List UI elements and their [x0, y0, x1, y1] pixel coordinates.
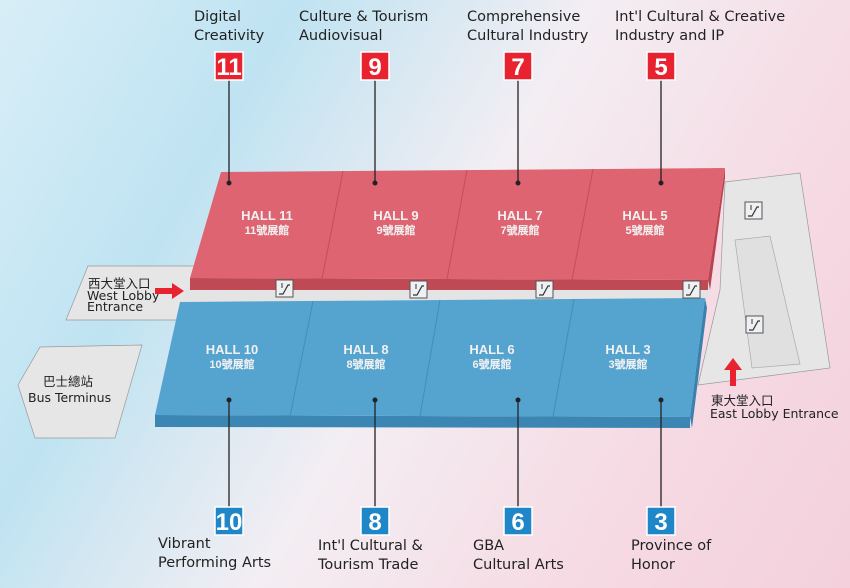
escalator-icon — [744, 201, 763, 220]
svg-text:Cultural Arts: Cultural Arts — [473, 557, 564, 573]
svg-text:3: 3 — [654, 509, 667, 536]
escalator-icon — [682, 280, 701, 299]
svg-text:HALL 6: HALL 6 — [469, 342, 514, 357]
svg-text:9: 9 — [368, 54, 381, 81]
leader-lines — [228, 80, 662, 507]
svg-text:Entrance: Entrance — [87, 299, 143, 314]
bus-terminus[interactable]: 巴士總站 Bus Terminus — [28, 374, 111, 405]
upper-hall-block — [190, 168, 725, 290]
theme-label-8: Int'l Cultural & Tourism Trade — [317, 538, 423, 573]
svg-text:5號展館: 5號展館 — [625, 223, 664, 237]
svg-text:3號展館: 3號展館 — [608, 357, 647, 371]
svg-text:East Lobby Entrance: East Lobby Entrance — [710, 406, 839, 421]
svg-text:Industry and IP: Industry and IP — [615, 28, 724, 44]
badge-5: 5 — [646, 51, 676, 81]
badge-11: 11 — [214, 51, 244, 81]
escalator-icon — [745, 315, 764, 334]
east-lobby-entrance[interactable]: 東大堂入口 East Lobby Entrance — [710, 393, 839, 421]
svg-text:11: 11 — [216, 54, 241, 81]
svg-text:9號展館: 9號展館 — [376, 223, 415, 237]
escalator-icon — [275, 279, 294, 298]
bus-terminus-area — [17, 344, 143, 439]
svg-text:Tourism Trade: Tourism Trade — [317, 557, 419, 573]
svg-text:Int'l Cultural &: Int'l Cultural & — [318, 538, 423, 554]
svg-text:HALL 10: HALL 10 — [206, 342, 259, 357]
svg-text:8: 8 — [368, 509, 381, 536]
theme-label-6: GBA Cultural Arts — [473, 538, 564, 573]
badge-6: 6 — [503, 506, 533, 536]
svg-text:Vibrant: Vibrant — [158, 536, 211, 552]
svg-text:Bus Terminus: Bus Terminus — [28, 390, 111, 405]
svg-text:Culture & Tourism: Culture & Tourism — [299, 9, 428, 25]
west-entrance-arrow-icon — [155, 283, 184, 299]
lower-hall-block — [155, 298, 707, 428]
svg-text:Comprehensive: Comprehensive — [467, 9, 580, 25]
west-lobby-entrance[interactable]: 西大堂入口 West Lobby Entrance — [87, 276, 160, 314]
svg-text:Honor: Honor — [631, 557, 675, 573]
svg-text:6號展館: 6號展館 — [472, 357, 511, 371]
svg-text:Creativity: Creativity — [194, 28, 265, 44]
badge-3: 3 — [646, 506, 676, 536]
svg-text:Digital: Digital — [194, 9, 241, 25]
svg-text:7號展館: 7號展館 — [500, 223, 539, 237]
svg-text:5: 5 — [654, 54, 667, 81]
svg-text:Province of: Province of — [631, 538, 712, 554]
svg-text:HALL 9: HALL 9 — [373, 208, 418, 223]
theme-label-3: Province of Honor — [631, 538, 712, 573]
badge-10: 10 — [214, 506, 244, 536]
svg-text:HALL 11: HALL 11 — [241, 208, 293, 223]
svg-text:Cultural Industry: Cultural Industry — [467, 28, 589, 44]
svg-text:10號展館: 10號展館 — [209, 357, 254, 371]
svg-text:西大堂入口: 西大堂入口 — [88, 276, 151, 291]
svg-text:東大堂入口: 東大堂入口 — [711, 393, 774, 408]
svg-text:6: 6 — [511, 509, 524, 536]
hall-dots — [226, 180, 664, 403]
svg-text:Performing Arts: Performing Arts — [158, 555, 271, 571]
svg-text:West Lobby: West Lobby — [87, 288, 160, 303]
svg-text:Audiovisual: Audiovisual — [299, 28, 382, 44]
badge-9: 9 — [360, 51, 390, 81]
svg-text:7: 7 — [511, 54, 524, 81]
svg-text:GBA: GBA — [473, 538, 504, 554]
svg-text:10: 10 — [216, 509, 243, 536]
escalator-icon — [535, 280, 554, 299]
east-entrance-arrow-icon — [724, 358, 742, 386]
svg-text:8號展館: 8號展館 — [346, 357, 385, 371]
svg-text:HALL 8: HALL 8 — [343, 342, 388, 357]
svg-text:HALL 5: HALL 5 — [622, 208, 667, 223]
escalator-icon — [409, 280, 428, 299]
svg-text:11號展館: 11號展館 — [245, 223, 290, 237]
svg-text:HALL 3: HALL 3 — [605, 342, 650, 357]
svg-text:巴士總站: 巴士總站 — [43, 374, 93, 389]
svg-text:HALL 7: HALL 7 — [497, 208, 542, 223]
badge-7: 7 — [503, 51, 533, 81]
svg-text:Int'l Cultural & Creative: Int'l Cultural & Creative — [615, 9, 785, 25]
badge-8: 8 — [360, 506, 390, 536]
